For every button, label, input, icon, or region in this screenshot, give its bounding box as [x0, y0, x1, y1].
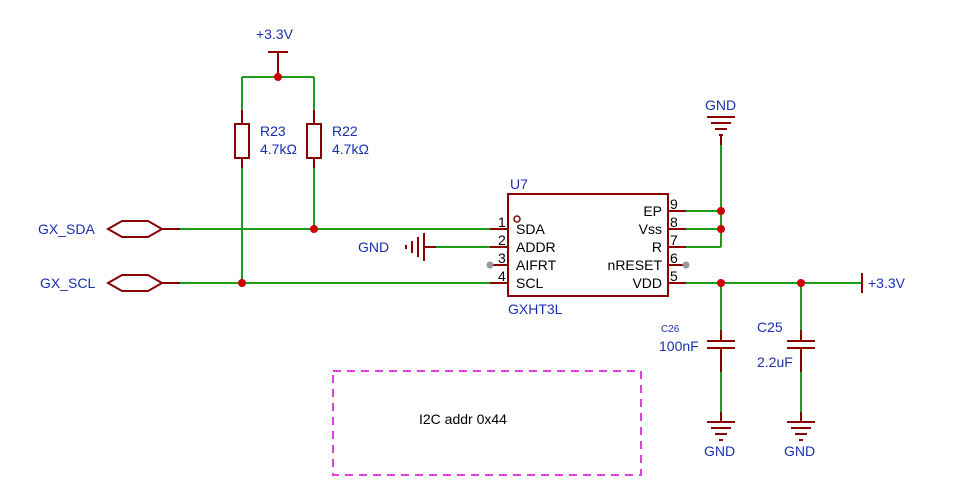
pin-name: nRESET [608, 257, 663, 273]
junction-dot [274, 73, 282, 81]
r23-ref: R23 [260, 123, 286, 139]
u7-part: GXHT3L [508, 301, 563, 317]
resistor-r23: R23 4.7kΩ [234, 110, 297, 168]
sda-net-label: GX_SDA [38, 221, 95, 237]
r22-ref: R22 [332, 123, 358, 139]
c25-value: 2.2uF [757, 354, 793, 370]
pin-number: 8 [670, 214, 678, 230]
pin-number: 3 [498, 250, 506, 266]
u7-ref: U7 [510, 176, 528, 192]
resistor-r22: R22 4.7kΩ [306, 110, 369, 168]
port-gx-scl: GX_SCL [40, 274, 180, 292]
gnd-wires [686, 145, 722, 248]
pin-name: Vss [639, 221, 662, 237]
top-supply-label: +3.3V [256, 26, 294, 42]
pin-name: SCL [516, 275, 543, 291]
capacitor-c26: C26 100nF [659, 324, 735, 372]
pin-name: VDD [632, 275, 662, 291]
pin-number: 5 [670, 268, 678, 284]
pin-name: ADDR [516, 239, 556, 255]
gnd-c25: GND [784, 412, 815, 459]
signal-wires [180, 228, 490, 284]
gnd-top-label: GND [705, 97, 736, 113]
junction-dot [797, 279, 805, 287]
gnd-addr-label: GND [358, 239, 389, 255]
junction-dot [310, 225, 318, 233]
gnd-c26: GND [704, 412, 735, 459]
ic-u7: U7 GXHT3L 1 2 3 4 SDA ADDR AIFRT SCL 9 8… [486, 176, 690, 317]
pin-name: SDA [516, 221, 545, 237]
pin-number: 9 [670, 196, 678, 212]
r23-value: 4.7kΩ [260, 141, 297, 157]
note-box: I2C addr 0x44 [332, 370, 642, 476]
gnd-c26-label: GND [704, 443, 735, 459]
no-connect-marker [486, 261, 494, 269]
no-connect-marker [682, 261, 690, 269]
c25-ref: C25 [757, 319, 783, 335]
port-gx-sda: GX_SDA [38, 220, 180, 238]
pin-number: 4 [498, 268, 506, 284]
pin-number: 2 [498, 232, 506, 248]
pin-number: 1 [498, 214, 506, 230]
pin-number: 7 [670, 232, 678, 248]
top-supply: +3.3V [256, 26, 294, 77]
vdd-wires [686, 282, 862, 330]
pin-name: AIFRT [516, 257, 557, 273]
scl-net-label: GX_SCL [40, 275, 95, 291]
junction-dot [717, 279, 725, 287]
c26-ref: C26 [661, 324, 680, 335]
pin-number: 6 [670, 250, 678, 266]
junction-dot [717, 225, 725, 233]
gnd-c25-label: GND [784, 443, 815, 459]
right-supply-label: +3.3V [868, 275, 906, 291]
right-supply: +3.3V [861, 273, 906, 293]
capacitor-c25: C25 2.2uF [757, 319, 815, 372]
i2c-address-note: I2C addr 0x44 [419, 411, 507, 427]
gnd-top: GND [705, 97, 736, 145]
junction-dot [238, 279, 246, 287]
pullup-wires [241, 76, 315, 283]
gnd-addr: GND [358, 233, 436, 261]
c26-value: 100nF [659, 338, 699, 354]
r22-value: 4.7kΩ [332, 141, 369, 157]
pin-name: EP [643, 203, 662, 219]
pin-name: R [652, 239, 662, 255]
junction-dot [717, 207, 725, 215]
